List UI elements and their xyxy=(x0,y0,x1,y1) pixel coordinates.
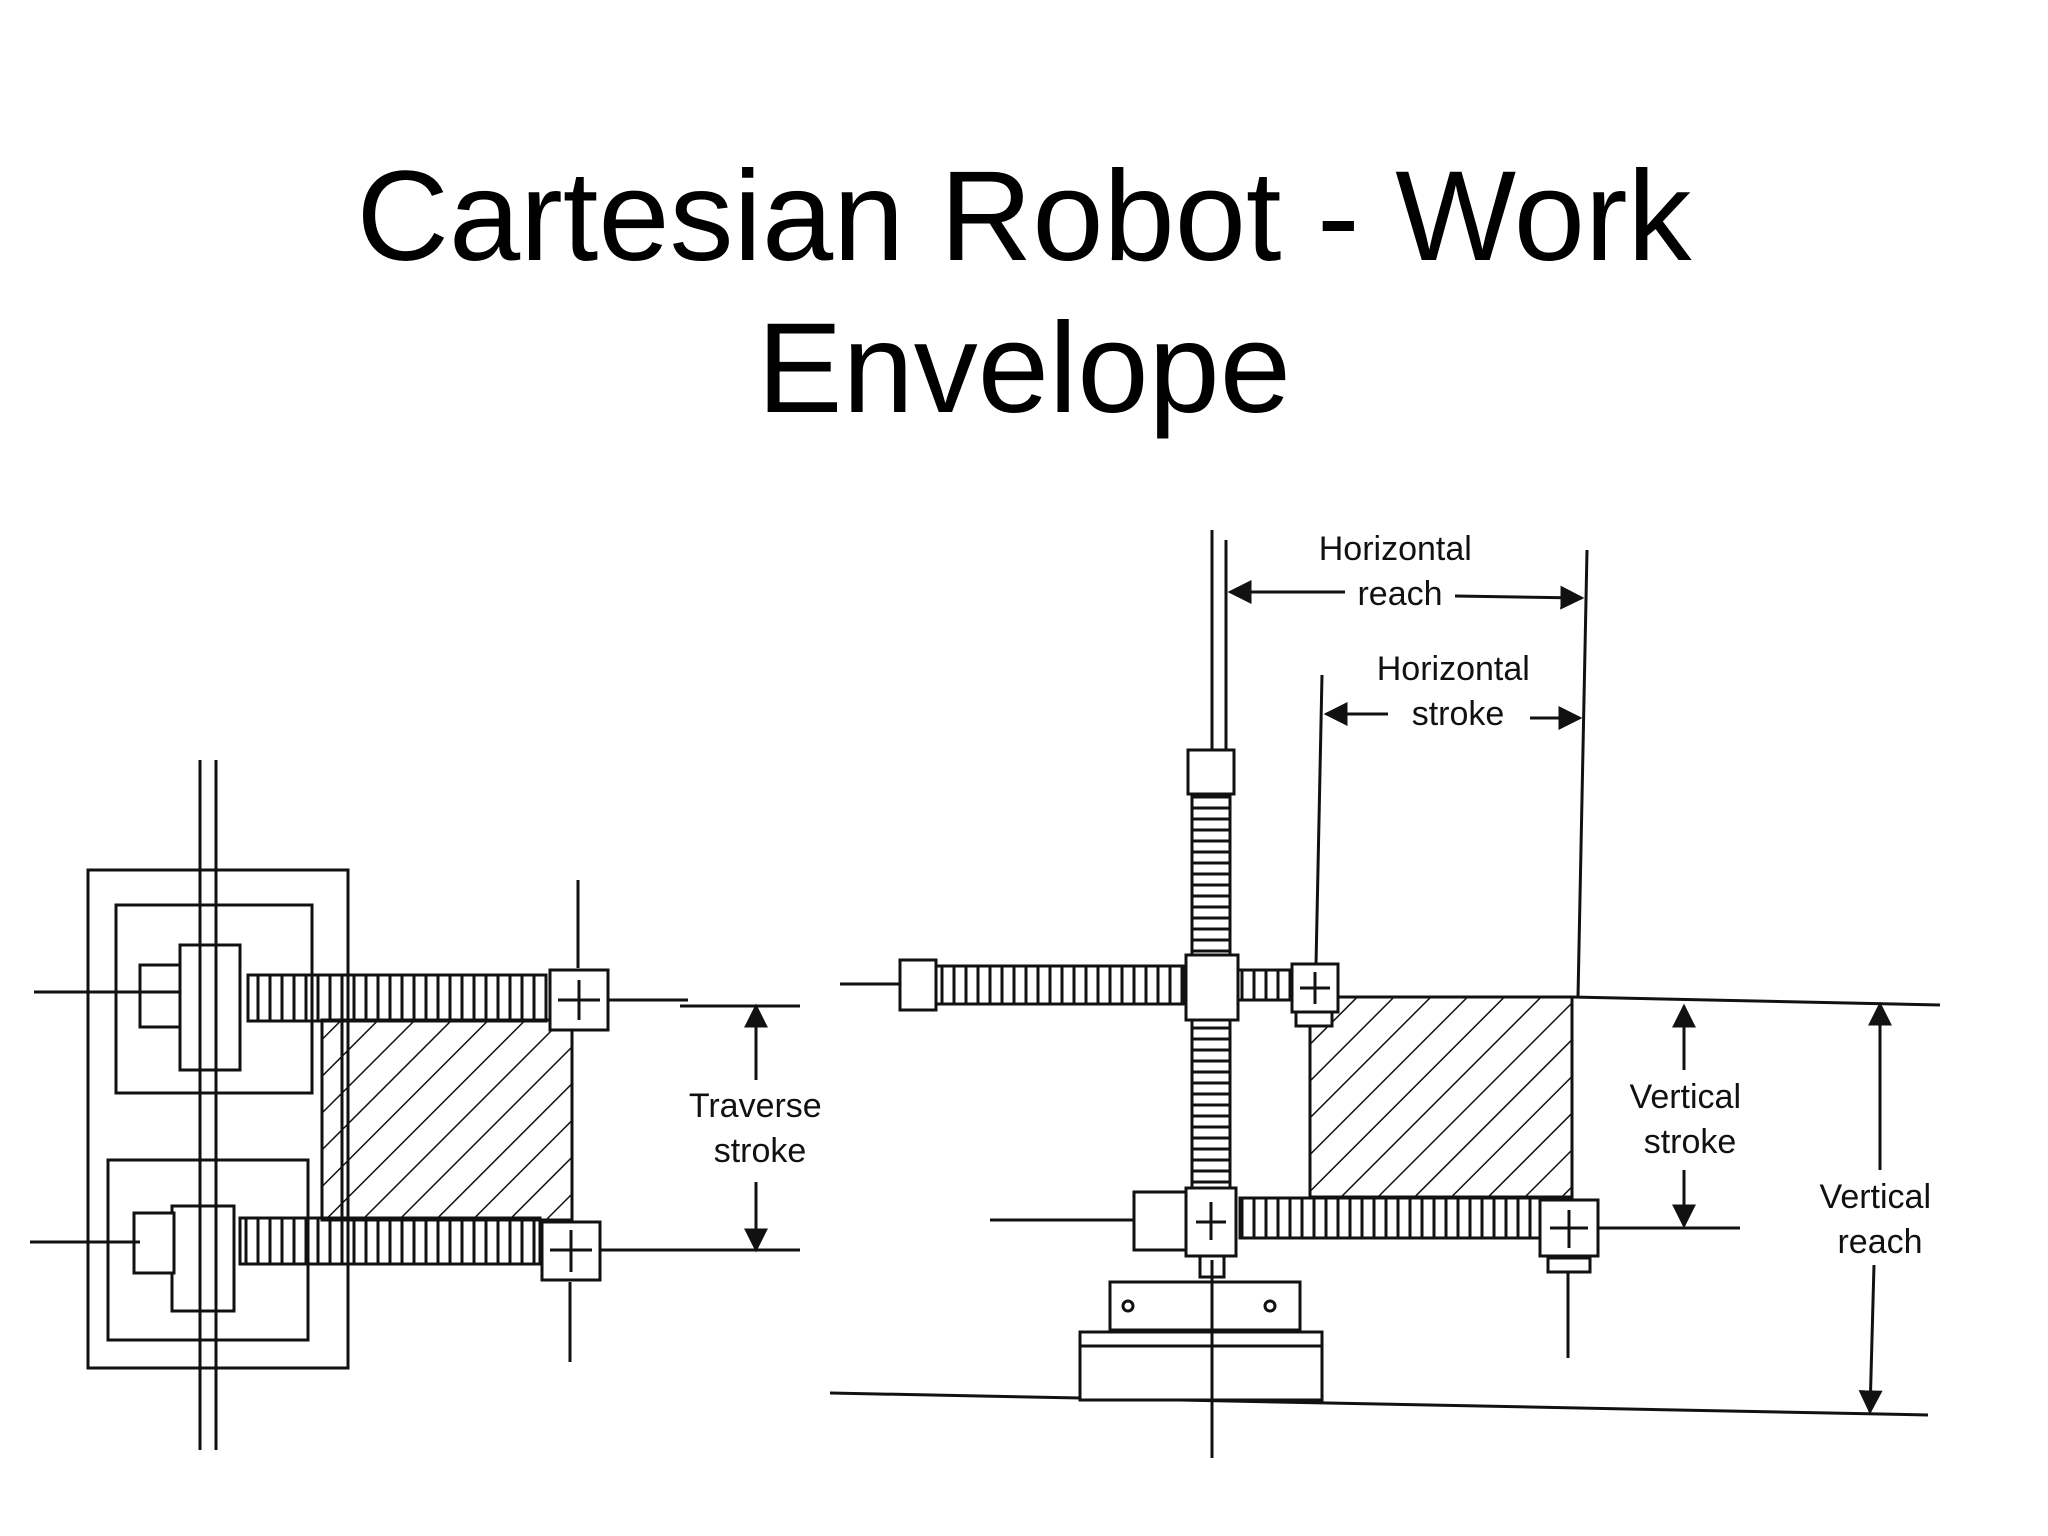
horizontal-reach-label: Horizontal reach xyxy=(1319,530,1482,613)
page-title-line-2: Envelope xyxy=(757,296,1291,440)
vertical-stroke-label: Vertical stroke xyxy=(1630,1078,1751,1161)
base-pedestal xyxy=(1078,1330,1324,1402)
lower-drive-block xyxy=(170,1204,236,1313)
column-carriage xyxy=(1184,953,1240,1022)
page-title: Cartesian Robot - Work Envelope xyxy=(0,141,2048,445)
upper-lead-screw xyxy=(246,973,548,1023)
upper-drive-block xyxy=(178,943,242,1072)
top-view-drawing xyxy=(30,760,800,1450)
lower-horizontal-screw xyxy=(1238,1196,1542,1240)
vertical-reach-label: Vertical reach xyxy=(1820,1178,1941,1261)
traverse-stroke-label: Traverse stroke xyxy=(689,1087,831,1170)
lower-lead-screw xyxy=(238,1216,542,1266)
floor-line xyxy=(829,1391,1929,1417)
upper-horizontal-screw xyxy=(933,964,1187,1006)
page-title-line-1: Cartesian Robot - Work xyxy=(356,144,1692,288)
traverse-work-envelope xyxy=(320,1018,574,1222)
vertical-work-envelope xyxy=(1308,995,1574,1199)
horizontal-stroke-label: Horizontal stroke xyxy=(1377,650,1540,733)
base-plate xyxy=(1108,1280,1302,1332)
side-view-drawing xyxy=(829,530,1941,1458)
column-top-cap xyxy=(1186,748,1236,796)
